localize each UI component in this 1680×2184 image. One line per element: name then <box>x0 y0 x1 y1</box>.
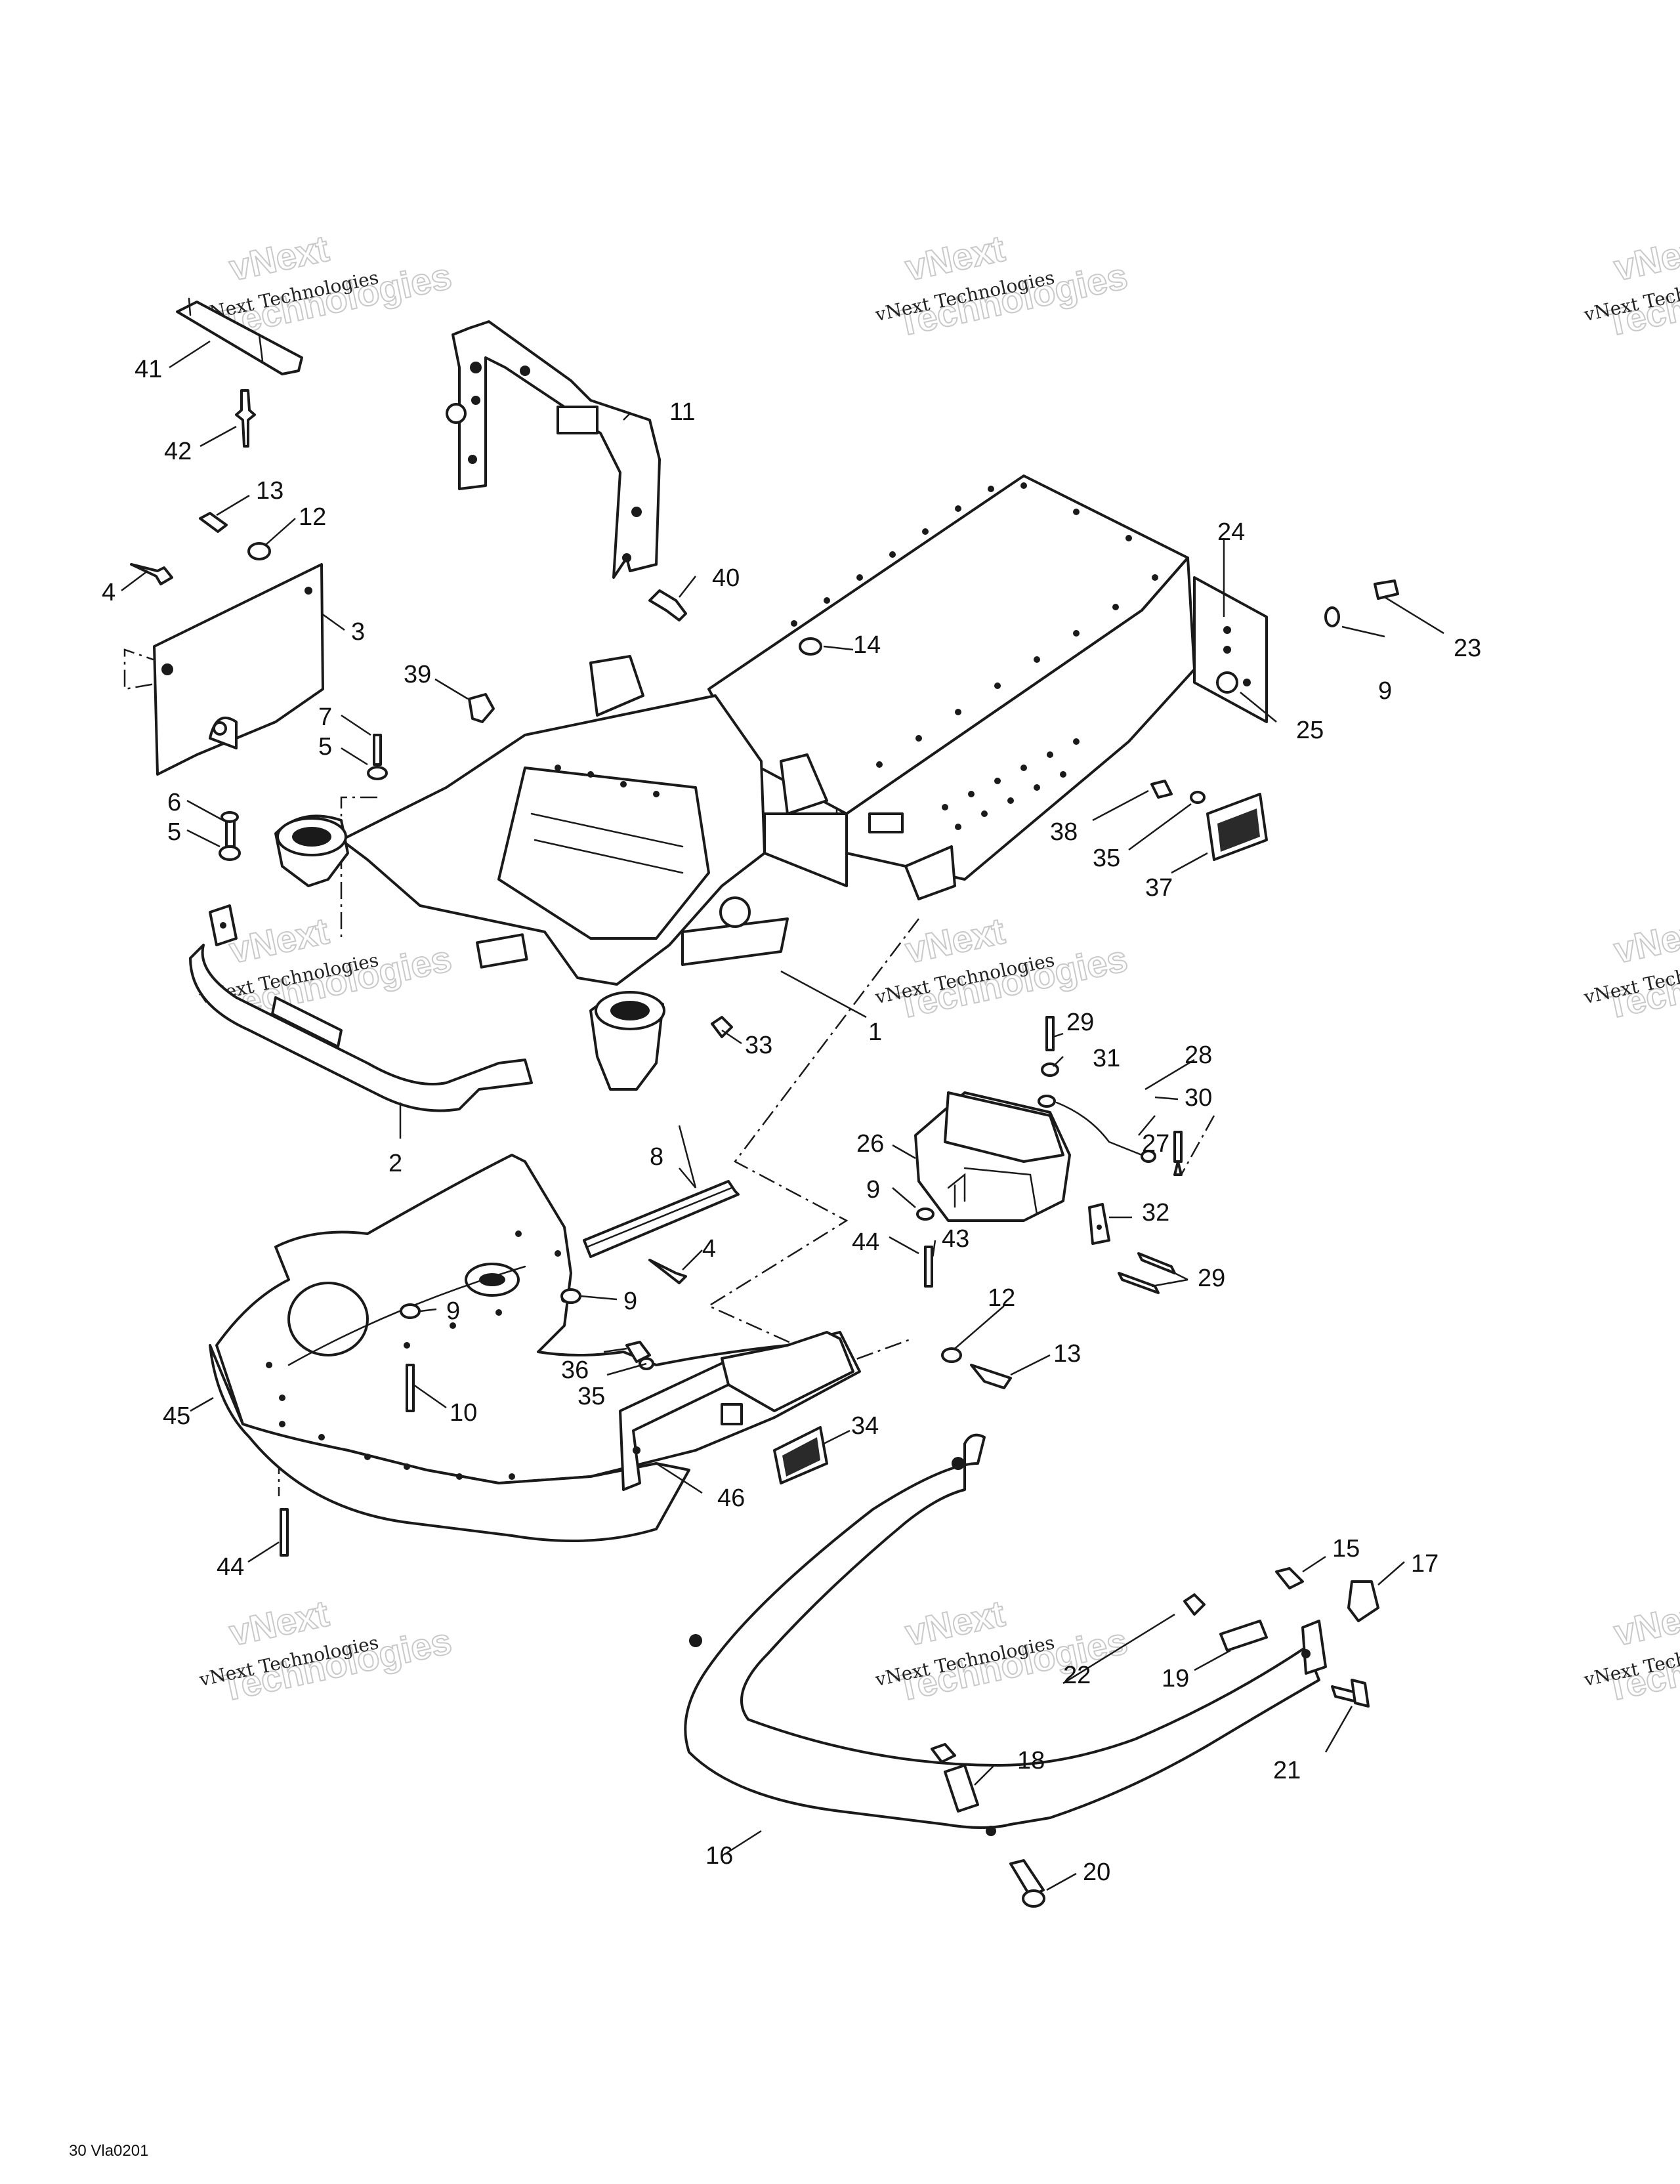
watermark: vNext Technologies vNext Technologies <box>873 1591 1131 1710</box>
callout-40: 40 <box>712 564 740 592</box>
callout-36: 36 <box>561 1356 589 1384</box>
callout-9: 9 <box>1378 677 1392 705</box>
callout-2: 2 <box>388 1150 402 1177</box>
svg-text:vNext: vNext <box>1610 227 1680 288</box>
steering-bracket <box>446 320 661 579</box>
callout-27: 27 <box>1142 1130 1169 1158</box>
callout-37: 37 <box>1145 874 1173 902</box>
callout-15: 15 <box>1332 1535 1360 1563</box>
callout-46: 46 <box>717 1484 745 1512</box>
callout-32: 32 <box>1142 1199 1169 1227</box>
callout-17: 17 <box>1411 1550 1438 1578</box>
watermark: vNext Technologies vNext Technologies <box>197 1591 455 1710</box>
watermark: vNext Technologies vNext Technologies <box>1582 909 1680 1027</box>
clip-32 <box>1088 1203 1110 1245</box>
callout-39: 39 <box>404 661 431 688</box>
callout-30: 30 <box>1185 1084 1212 1112</box>
callout-42: 42 <box>164 438 192 465</box>
callout-8: 8 <box>650 1143 663 1171</box>
callout-34: 34 <box>851 1412 879 1440</box>
callout-35: 35 <box>1093 845 1120 872</box>
figure-id: 30 Vla0201 <box>69 2142 148 2160</box>
callout-5: 5 <box>318 733 332 761</box>
hardware-top-left <box>130 512 687 861</box>
callout-24: 24 <box>1217 518 1245 546</box>
frame-holes <box>555 482 1158 830</box>
callout-35-b: 35 <box>578 1383 605 1410</box>
callout-25: 25 <box>1296 717 1324 744</box>
callout-23: 23 <box>1454 635 1481 662</box>
trim-strip <box>583 1180 740 1258</box>
watermark: vNext Technologies vNext Technologies <box>1582 226 1680 345</box>
callout-10: 10 <box>450 1399 477 1427</box>
callout-38: 38 <box>1050 818 1078 846</box>
callout-18: 18 <box>1017 1747 1045 1774</box>
callout-5-b: 5 <box>167 818 181 846</box>
callout-45: 45 <box>163 1402 190 1430</box>
harness <box>1038 1095 1183 1176</box>
callout-4-b: 4 <box>702 1235 716 1263</box>
front-bumper <box>189 904 533 1112</box>
side-plate <box>153 563 324 776</box>
callout-43: 43 <box>942 1225 969 1253</box>
watermark: vNext Technologies vNext Technologies <box>1582 1591 1680 1710</box>
watermark: vNext Technologies vNext Technologies <box>873 226 1131 345</box>
callout-9-c: 9 <box>446 1297 460 1325</box>
callout-13: 13 <box>256 477 284 505</box>
electrical-box <box>914 1091 1071 1222</box>
rear-plate <box>1193 576 1268 723</box>
callout-41: 41 <box>135 356 162 383</box>
callout-7: 7 <box>318 704 332 731</box>
callout-20: 20 <box>1083 1858 1110 1886</box>
svg-text:vNext: vNext <box>1610 1592 1680 1653</box>
callout-44: 44 <box>852 1228 879 1256</box>
callout-21: 21 <box>1273 1757 1301 1784</box>
callout-31: 31 <box>1093 1045 1120 1072</box>
callout-9-b: 9 <box>866 1176 880 1204</box>
callout-28: 28 <box>1185 1041 1212 1069</box>
grilles <box>773 793 1268 1484</box>
rear-hardware <box>280 579 1399 1908</box>
callout-16: 16 <box>705 1842 733 1870</box>
callout-6: 6 <box>167 789 181 816</box>
callout-14: 14 <box>853 631 881 659</box>
belly-pan <box>209 1154 861 1542</box>
callout-3: 3 <box>351 618 365 646</box>
callout-33: 33 <box>745 1032 772 1059</box>
callout-29-b: 29 <box>1198 1265 1225 1292</box>
callout-29: 29 <box>1066 1009 1094 1036</box>
callout-labels: 41 42 13 12 4 3 7 5 6 5 11 40 39 14 24 2… <box>102 356 1481 1886</box>
side-panel <box>619 1331 854 1491</box>
callout-11: 11 <box>669 398 695 426</box>
callout-1: 1 <box>868 1018 882 1046</box>
rear-bumper <box>684 1433 1327 1836</box>
callout-13-b: 13 <box>1053 1340 1081 1368</box>
svg-text:vNext: vNext <box>1610 910 1680 971</box>
bracket-plate <box>176 297 303 448</box>
callout-12: 12 <box>299 503 326 531</box>
callout-12-b: 12 <box>988 1284 1015 1312</box>
callout-26: 26 <box>856 1130 884 1158</box>
callout-19: 19 <box>1162 1665 1189 1692</box>
callout-44-b: 44 <box>217 1553 244 1581</box>
callout-22: 22 <box>1063 1662 1091 1689</box>
callout-9-d: 9 <box>623 1288 637 1315</box>
callout-4: 4 <box>102 579 116 606</box>
main-frame <box>274 474 1245 1091</box>
leader-lines <box>121 340 1444 1891</box>
